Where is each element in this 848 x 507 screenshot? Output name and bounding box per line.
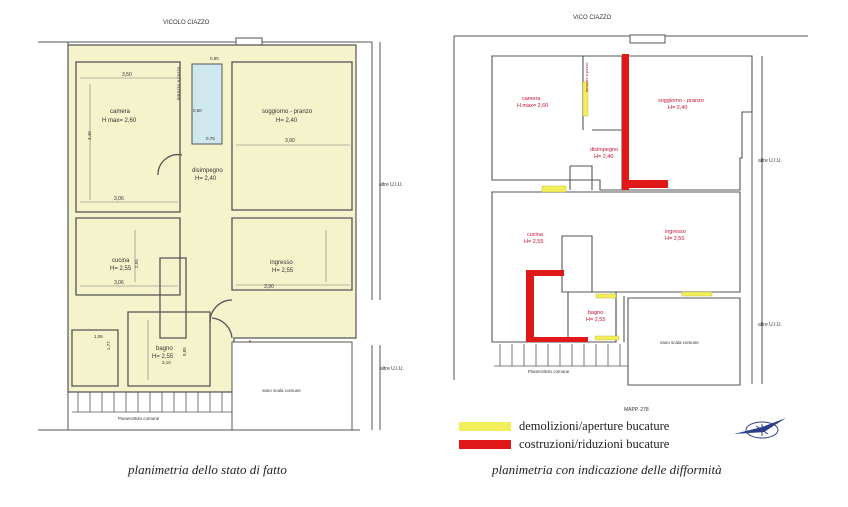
caption-current-state: planimetria dello stato di fatto — [128, 462, 287, 477]
room-name: cucina — [112, 258, 130, 264]
room-height: H max= 2,60 — [102, 118, 137, 124]
legend-constructions: costruzioni/riduzioni bucature — [459, 437, 669, 452]
dimension-label: 3,10 — [162, 360, 171, 365]
room-name: disimpegno — [192, 168, 223, 174]
interior-walls — [71, 61, 353, 387]
yellow-demolition-marks — [541, 81, 713, 341]
floor-plan-differences: VICO CIAZZO camera H max= 2,60 sogg — [440, 0, 848, 460]
room-name: ingresso — [270, 260, 293, 266]
dimension-label: 0,80 — [210, 56, 219, 61]
room-name: ingresso — [665, 229, 686, 235]
room-name: soggiorno - pranzo — [658, 98, 704, 104]
north-arrow-icon — [734, 418, 786, 439]
neighbor-building-right — [371, 42, 381, 430]
room-height: H= 2,40 — [195, 176, 217, 182]
caption-differences: planimetria con indicazione delle diffor… — [492, 462, 722, 477]
neighbor-label-2: altre U.I.U. — [380, 366, 404, 372]
room-height: H= 2,55 — [586, 317, 605, 323]
dimension-label: 0,75 — [206, 136, 215, 141]
stair-steps — [72, 392, 232, 413]
dimension-label: 1,77 — [106, 341, 111, 350]
neighbor-wall-right — [751, 56, 763, 384]
legend-yellow-label: demolizioni/aperture bucature — [519, 419, 670, 433]
room-name: cucina — [527, 232, 544, 238]
neighbor-building-left — [38, 41, 69, 431]
room-height: H= 2,40 — [276, 118, 298, 124]
common-stair-label: vano scala comune — [262, 388, 301, 393]
red-construction-marks — [526, 54, 668, 342]
room-height: H= 2,55 — [272, 268, 294, 274]
neighbor-label-2: altre U.I.U. — [758, 322, 782, 328]
chimney — [629, 34, 666, 44]
room-name: soggiorno - pranzo — [262, 109, 313, 115]
street-label: VICOLO CIAZZO — [163, 20, 210, 26]
room-height: H max= 2,60 — [517, 103, 548, 109]
dimension-label: 0,85 — [182, 347, 187, 356]
dimension-label: 3,06 — [114, 280, 124, 286]
terrace-label: terrazzo a pozzo — [176, 66, 181, 100]
room-height: H= 2,55 — [524, 239, 543, 245]
room-name: camera — [522, 96, 541, 102]
map-reference: MAPP. 278 — [624, 407, 649, 413]
apartment-floor — [67, 44, 357, 393]
legend-demolitions: demolizioni/aperture bucature — [459, 419, 669, 434]
dimension-label: 0,50 — [193, 108, 202, 113]
neighbor-label: altre U.I.U. — [379, 182, 403, 188]
room-name: camera — [110, 109, 131, 115]
room-height: H= 2,55 — [152, 354, 174, 360]
landing-label: Pianerottolo comune — [118, 416, 160, 421]
room-name: disimpegno — [590, 147, 618, 153]
legend-red-swatch — [459, 440, 511, 449]
room-height: H= 2,55 — [110, 266, 132, 272]
legend-yellow-swatch — [459, 422, 511, 431]
dimension-label: 3,50 — [122, 72, 132, 78]
dimension-label: 3,06 — [114, 196, 124, 202]
dimension-label: 1,06 — [94, 334, 103, 339]
room-height: H= 2,40 — [594, 154, 613, 160]
floor-plan-current-state: VICOLO CIAZZO 3,50 3,90 3,06 3,06 3,90 0… — [0, 0, 430, 460]
terrace-label: terrazzo a pozzo — [584, 62, 589, 92]
legend-red-label: costruzioni/riduzioni bucature — [519, 437, 670, 451]
room-height: H= 2,40 — [668, 105, 687, 111]
terrace-area — [191, 63, 223, 145]
room-name: bagno — [156, 346, 173, 352]
dimension-label: 3,90 — [264, 284, 274, 290]
dimension-label: 3,90 — [285, 138, 295, 144]
common-stair-box — [231, 341, 353, 431]
landing-label: Pianerottolo comune — [528, 369, 570, 374]
common-stair-label: vano scala comune — [660, 340, 699, 345]
dimension-label: 2,55 — [134, 259, 139, 268]
stair-steps — [494, 344, 628, 367]
room-name: bagno — [588, 310, 603, 316]
dimension-lines — [80, 77, 350, 380]
street-label: VICO CIAZZO — [573, 15, 612, 21]
neighbor-label: altre U.I.U. — [758, 158, 782, 164]
room-height: H= 2,50 — [665, 236, 684, 242]
dimension-label: 3,40 — [87, 131, 92, 140]
